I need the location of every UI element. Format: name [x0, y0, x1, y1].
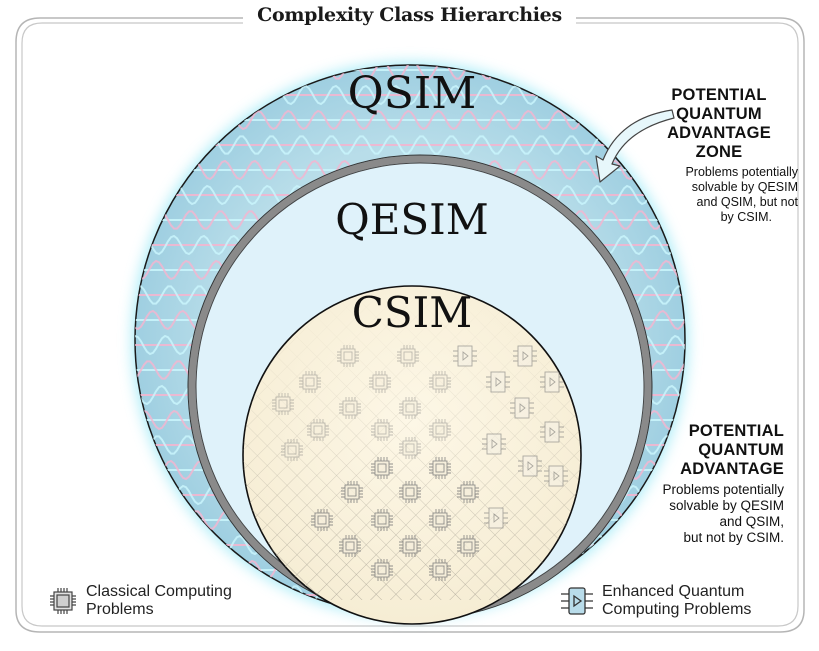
annotation-heading-line: ADVANTAGE — [680, 460, 784, 478]
cpu-chip-icon — [369, 371, 391, 393]
legend-label-line: Classical Computing — [86, 583, 232, 600]
cpu-chip-icon — [457, 481, 479, 503]
frame-border — [15, 17, 805, 633]
annotation-advantage-zone: POTENTIAL QUANTUM ADVANTAGE ZONE Problem… — [640, 86, 798, 225]
qsim-label: QSIM — [348, 68, 477, 119]
annotation-body-line: and QSIM, — [719, 514, 784, 529]
annotation-heading-line: QUANTUM — [676, 105, 762, 123]
quantum-gate-icon — [540, 371, 564, 393]
legend-label-line: Enhanced Quantum — [602, 583, 745, 600]
annotation-heading-line: POTENTIAL — [671, 86, 767, 104]
title-text: Complexity Class Hierarchies — [243, 4, 576, 26]
cpu-chip-icon — [339, 397, 361, 419]
cpu-chip-icon — [341, 481, 363, 503]
quantum-gate-icon — [484, 507, 508, 529]
qesim-label: QESIM — [335, 195, 488, 244]
problem-icons — [272, 345, 568, 581]
quantum-gate-icon — [510, 397, 534, 419]
page-title: Complexity Class Hierarchies — [0, 4, 819, 26]
annotation-heading-line: QUANTUM — [698, 441, 784, 459]
annotation-body-line: Problems potentially — [662, 482, 784, 497]
annotation-heading-line: POTENTIAL — [688, 422, 784, 440]
cpu-chip-icon — [429, 509, 451, 531]
cpu-chip-icon — [281, 439, 303, 461]
cpu-chip-icon — [299, 371, 321, 393]
annotation-body-line: Problems potentially — [685, 165, 798, 179]
annotation-advantage: POTENTIAL QUANTUM ADVANTAGE Problems pot… — [630, 422, 784, 546]
quantum-gate-icon — [518, 455, 542, 477]
cpu-chip-icon — [429, 419, 451, 441]
annotation-body-line: solvable by QESIM — [691, 180, 798, 194]
cpu-chip-icon — [50, 588, 76, 614]
quantum-gate-icon — [453, 345, 477, 367]
cpu-chip-icon — [429, 559, 451, 581]
quantum-gate-icon — [513, 345, 537, 367]
cpu-chip-icon — [311, 509, 333, 531]
cpu-chip-icon — [272, 393, 294, 415]
quantum-gate-icon — [486, 371, 510, 393]
csim-label: CSIM — [352, 288, 473, 337]
annotation-heading-line: ZONE — [695, 143, 743, 161]
cpu-chip-icon — [339, 535, 361, 557]
annotation-body-line: and QSIM, but not — [696, 195, 798, 209]
quantum-gate-icon — [544, 465, 568, 487]
legend-label-line: Problems — [86, 601, 154, 618]
annotation-heading-line: ADVANTAGE — [667, 124, 771, 142]
quantum-gate-icon — [482, 433, 506, 455]
legend-label-line: Computing Problems — [602, 601, 752, 618]
quantum-gate-icon — [561, 587, 593, 615]
cpu-chip-icon — [397, 345, 419, 367]
cpu-chip-icon — [457, 535, 479, 557]
cpu-chip-icon — [399, 397, 421, 419]
quantum-gate-icon — [540, 421, 564, 443]
cpu-chip-icon — [399, 535, 421, 557]
annotation-body-line: but not by CSIM. — [683, 530, 784, 545]
cpu-chip-icon — [399, 437, 421, 459]
cpu-chip-icon — [307, 419, 329, 441]
cpu-chip-icon — [371, 419, 393, 441]
cpu-chip-icon — [429, 371, 451, 393]
cpu-chip-icon — [371, 559, 393, 581]
cpu-chip-icon — [371, 457, 393, 479]
annotation-body-line: solvable by QESIM — [669, 498, 784, 513]
cpu-chip-icon — [371, 509, 393, 531]
cpu-chip-icon — [429, 457, 451, 479]
cpu-chip-icon — [399, 481, 421, 503]
annotation-body-line: by CSIM. — [720, 210, 772, 224]
legend-item-classical: Classical Computing Problems — [48, 583, 232, 619]
cpu-chip-icon — [337, 345, 359, 367]
legend-item-quantum: Enhanced Quantum Computing Problems — [560, 583, 751, 619]
curved-arrow-icon — [595, 109, 675, 183]
